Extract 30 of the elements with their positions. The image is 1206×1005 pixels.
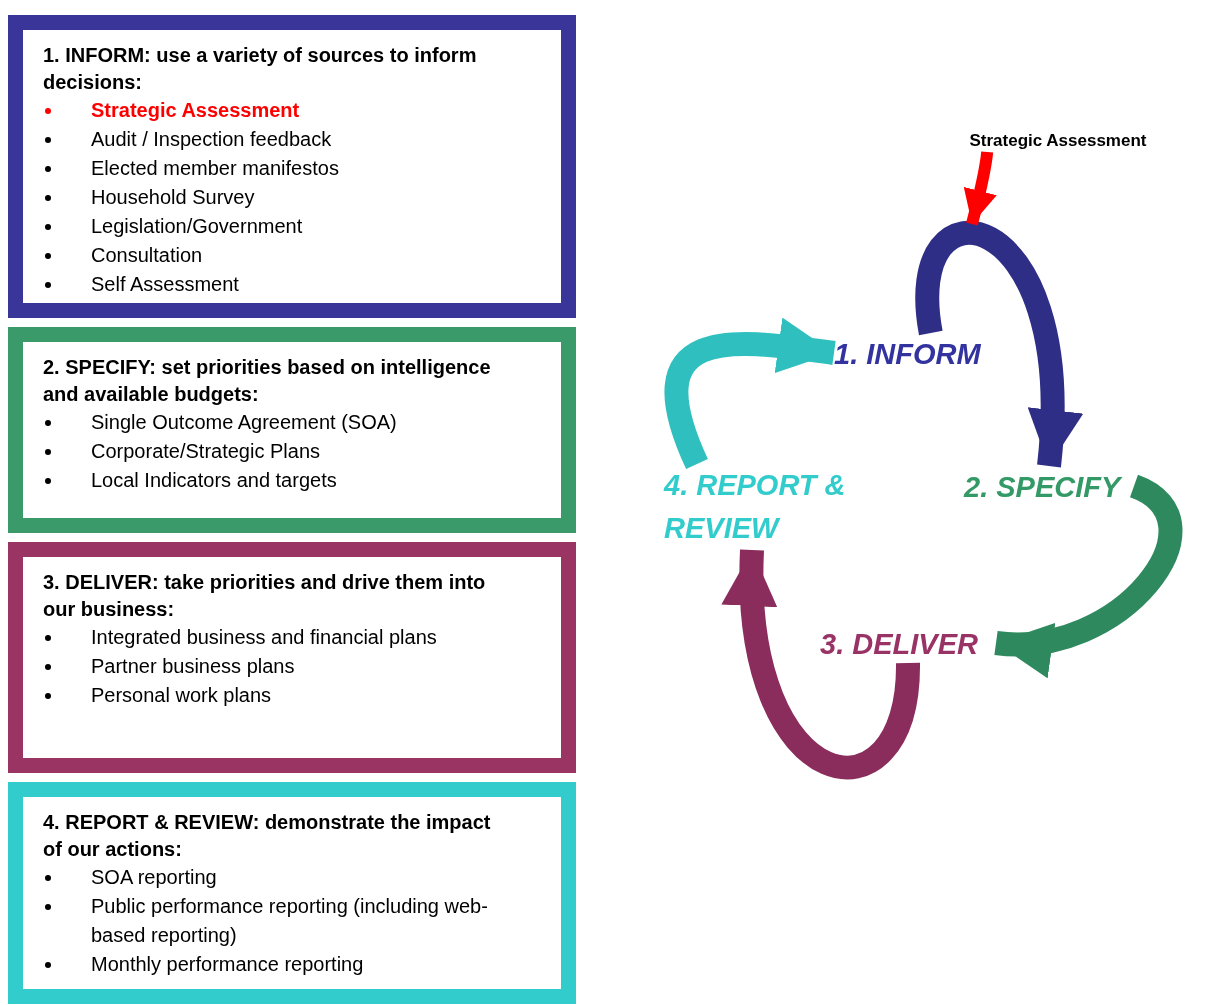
bullet-item: Audit / Inspection feedback: [91, 127, 332, 152]
stage-label: 3. DELIVER: [820, 623, 996, 666]
panel-heading: 2. SPECIFY: set priorities based on intelligence and available budgets:: [43, 355, 492, 407]
bullet-item: Strategic Assessment: [91, 98, 300, 123]
bullet-item: Household Survey: [91, 185, 255, 210]
bullet-item: Monthly performance reporting: [91, 952, 364, 977]
bullet-item: Personal work plans: [91, 683, 272, 708]
panel-heading: 1. INFORM: use a variety of sources to inform decisions:: [43, 43, 478, 95]
bullet-item: Elected member manifestos: [91, 156, 339, 181]
bullet-item: Corporate/Strategic Plans: [91, 439, 320, 464]
bullet-item: Consultation: [91, 243, 203, 268]
bullet-item: SOA reporting: [91, 865, 217, 890]
curved-arrow: [724, 549, 920, 780]
stage-panel: [8, 782, 576, 1004]
stage-label: 4. REPORT & REVIEW: [664, 464, 884, 550]
bullet-item: Legislation/Government: [91, 214, 303, 239]
panel-heading: 4. REPORT & REVIEW: demonstrate the impact of our actions:: [43, 810, 492, 862]
input-label: Strategic Assessment: [940, 128, 1176, 154]
curved-arrow: [963, 151, 997, 226]
stage-panel: [8, 327, 576, 533]
bullet-item: Single Outcome Agreement (SOA): [91, 410, 397, 435]
bullet-item: Public performance reporting (including web-based reporting): [91, 894, 489, 948]
bullet-item: Local Indicators and targets: [91, 468, 337, 493]
stage-label: 1. INFORM: [834, 333, 1010, 376]
bullet-item: Self Assessment: [91, 272, 239, 297]
stage-panel: [8, 542, 576, 773]
panel-heading: 3. DELIVER: take priorities and drive them into our business:: [43, 570, 487, 622]
bullet-item: Partner business plans: [91, 654, 295, 679]
stage-panel: [8, 15, 576, 318]
bullet-item: Integrated business and financial plans: [91, 625, 437, 650]
